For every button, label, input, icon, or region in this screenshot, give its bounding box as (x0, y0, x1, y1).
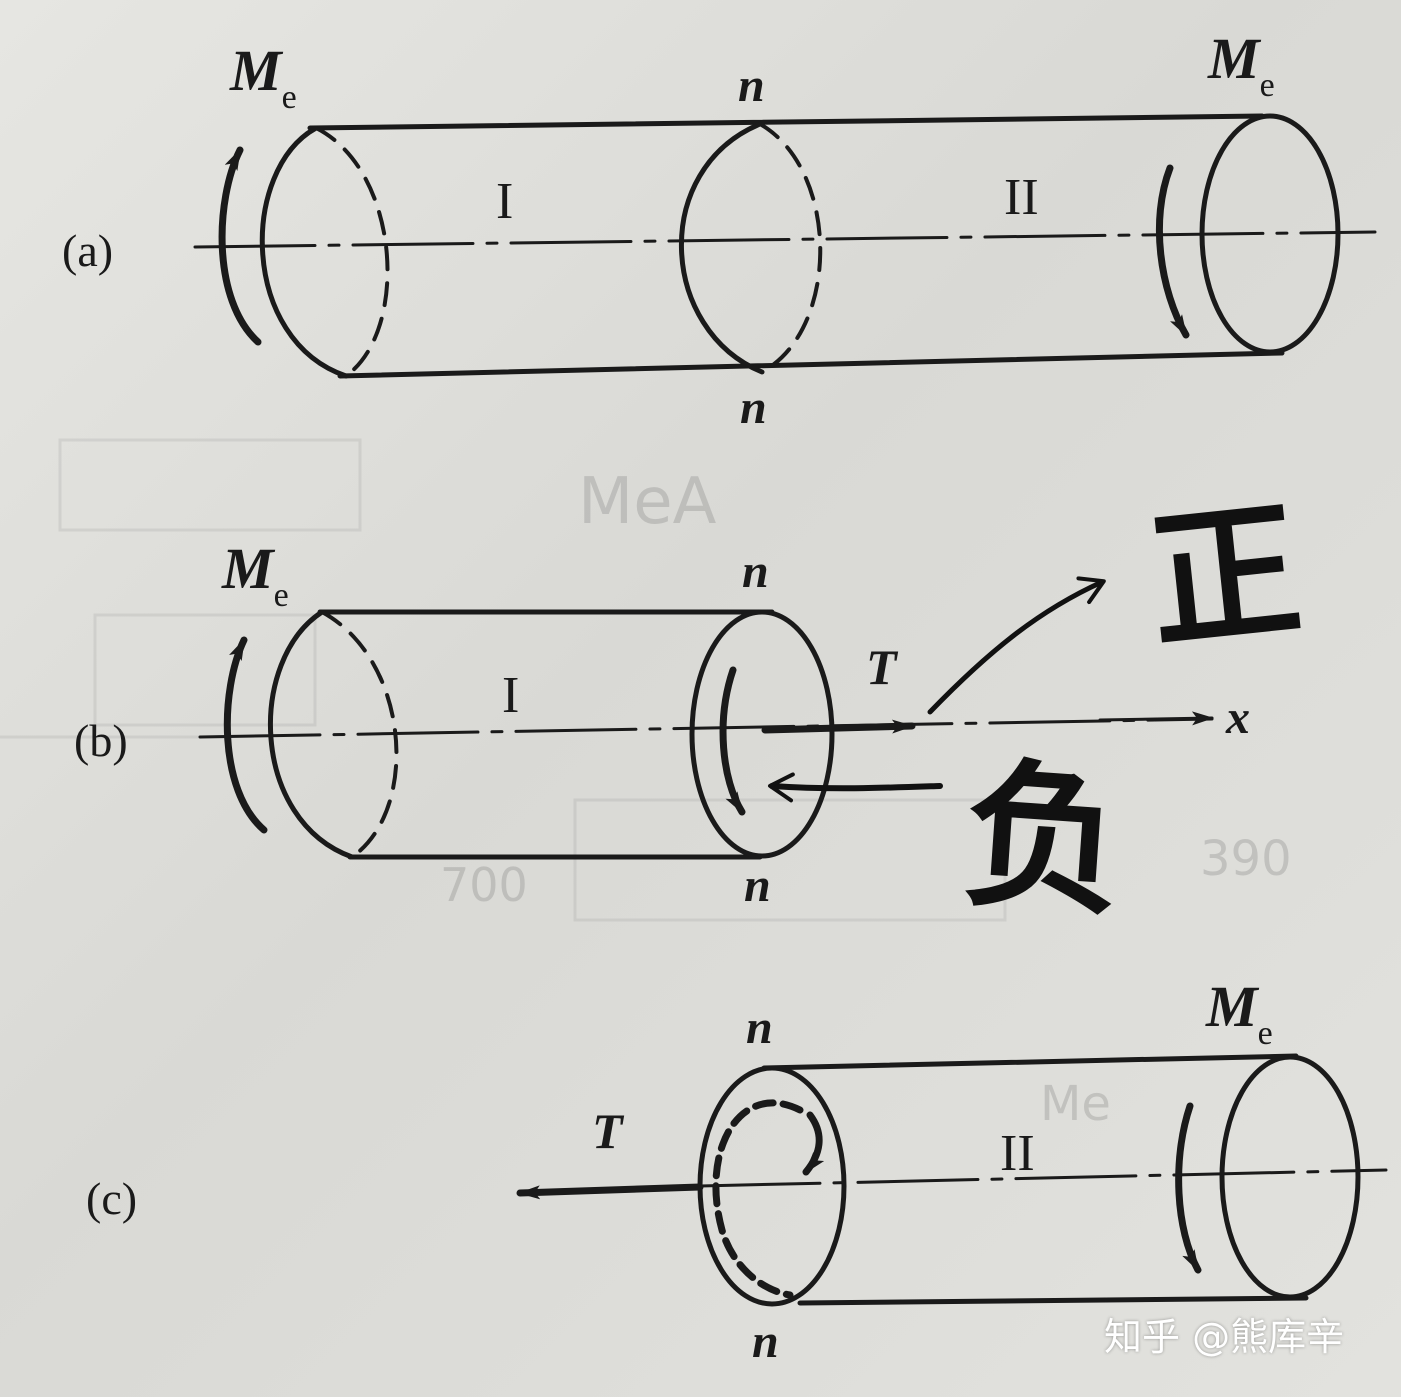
moment-arrow-a-left (218, 146, 262, 346)
hand-arrow-positive (927, 576, 1106, 715)
shaft-a-bottom-edge (337, 350, 1285, 379)
handwritten-negative: 负 (957, 740, 1131, 939)
shaft-a-left-face (259, 125, 349, 379)
torque-vector-c (516, 1183, 704, 1200)
shaft-b-axis (198, 717, 1214, 739)
ghost-text: 700 (440, 858, 528, 912)
shaft-a-left-face-hidden (314, 126, 390, 378)
section-label-b-bottom: n (744, 859, 771, 912)
torque-vector-b (761, 719, 916, 734)
moment-arrow-b (223, 636, 268, 834)
section-label-a-bottom: n (740, 381, 767, 434)
figure-tag-b: (b) (74, 715, 128, 766)
axis-label-x: x (1226, 691, 1250, 744)
moment-arrow-a-right (1155, 164, 1190, 339)
section-label-c-top: n (746, 1001, 773, 1054)
torque-arrow-b-circular (719, 666, 746, 816)
section-label-b-top: n (742, 545, 769, 598)
shaft-c-axis (698, 1168, 1388, 1188)
torque-arrow-c-head (802, 1111, 825, 1176)
moment-label-a-right: Me (1208, 26, 1275, 104)
shaft-c (516, 1053, 1388, 1307)
torque-label-c: T (592, 1103, 623, 1159)
figure-tag-c: (c) (86, 1173, 138, 1224)
section-n-a-hidden (758, 122, 823, 374)
shaft-b-left-face (268, 609, 355, 860)
segment-label-b: I (502, 667, 520, 724)
handwriting (768, 576, 1106, 803)
section-label-c-bottom: n (752, 1315, 779, 1368)
moment-arrow-c (1175, 1102, 1202, 1274)
shaft-a-axis (193, 230, 1377, 249)
section-n-a-visible (679, 121, 765, 375)
shaft-b (198, 609, 1214, 860)
watermark: 知乎 @熊库辛 (1104, 1315, 1345, 1359)
segment-label-a-2: II (1004, 169, 1039, 226)
handwritten-positive: 正 (1141, 482, 1309, 672)
hand-arrow-negative (768, 772, 943, 803)
ghost-text: Me (1040, 1076, 1111, 1132)
figure-tag-a: (a) (62, 225, 114, 276)
segment-label-c: II (1000, 1125, 1035, 1182)
shaft-b-right-face (689, 609, 835, 859)
moment-label-c: Me (1206, 974, 1273, 1052)
moment-label-a-left: Me (230, 38, 297, 116)
x-axis-arrow (1098, 711, 1214, 726)
moment-label-b: Me (222, 536, 289, 614)
shaft-c-bottom-edge (797, 1295, 1309, 1306)
shaft-a-top-edge (307, 113, 1265, 131)
shaft-a (193, 113, 1377, 379)
torque-arrow-c-circular (712, 1099, 804, 1299)
segment-label-a-1: I (496, 173, 514, 230)
shaft-c-right-face (1219, 1054, 1361, 1300)
torque-label-b: T (866, 639, 897, 695)
ghost-text: 390 (1200, 831, 1292, 887)
section-label-a-top: n (738, 59, 765, 112)
ghost-text: MeA (578, 465, 717, 539)
shaft-c-top-edge (761, 1053, 1299, 1071)
